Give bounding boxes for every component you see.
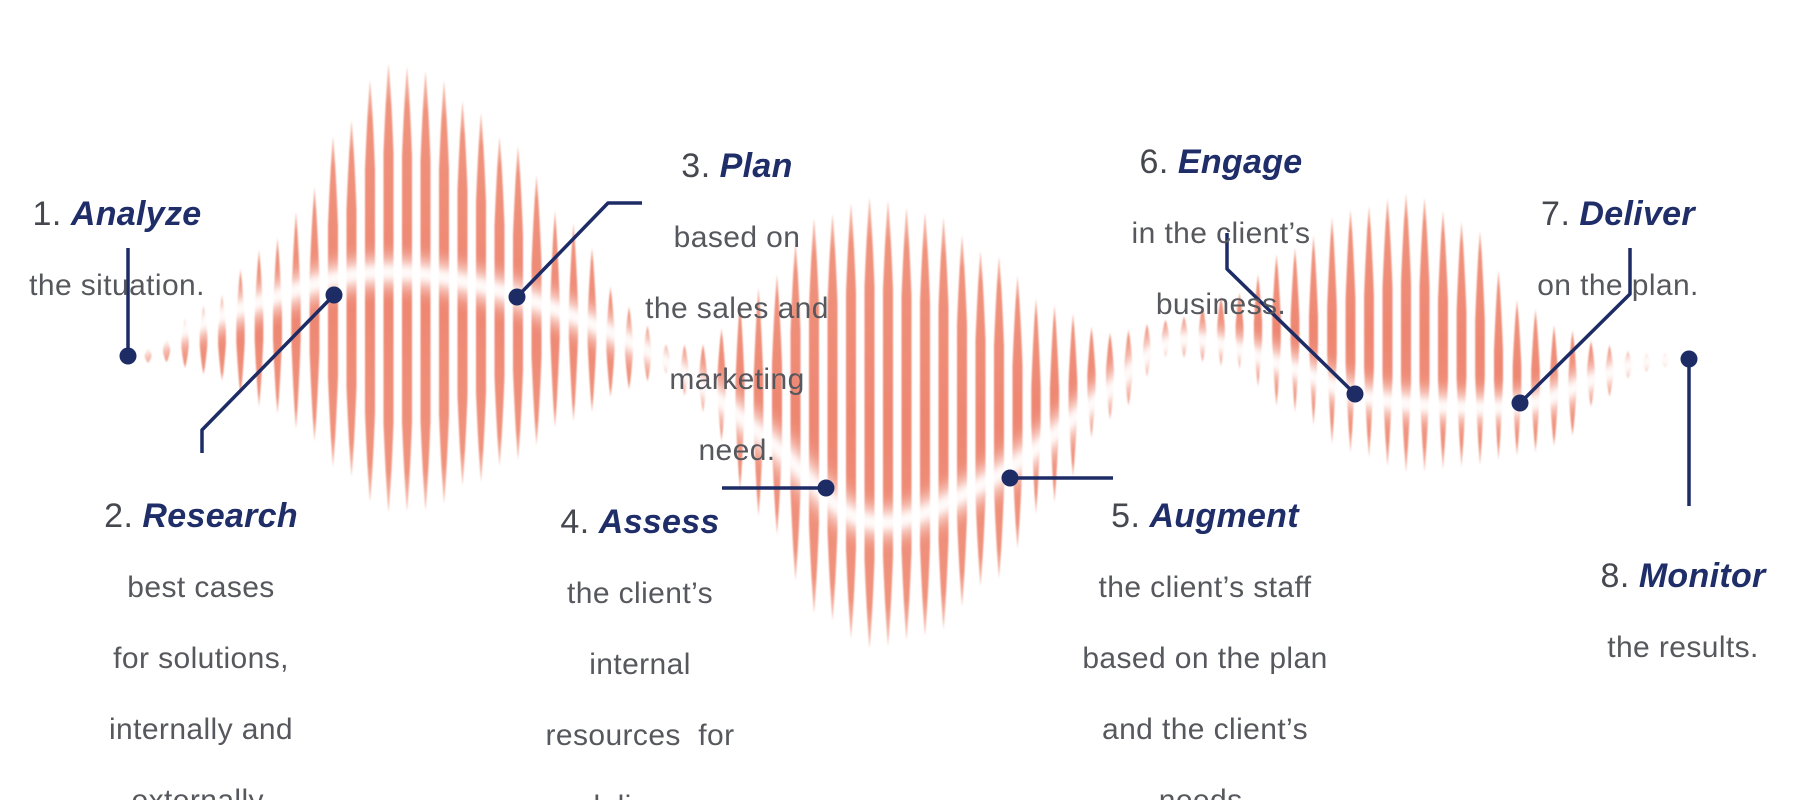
step-number: 6. [1139,143,1169,181]
step-label-engage: 6.Engage in the client’s business. [1132,108,1311,358]
step-description-line: resources for [545,719,735,752]
step-number: 5. [1111,497,1141,535]
step-description-line: internal [589,648,691,681]
step-description-line: externally. [104,783,298,800]
step-description-line: the client’s staff [1098,571,1312,604]
step-name: Engage [1177,143,1303,181]
wave-shine-band [108,259,1772,535]
step-title: 2.Research [104,498,298,534]
step-number: 3. [681,147,711,185]
step-3-connector-line [515,201,642,299]
step-title: 7.Deliver [1537,196,1699,232]
wave-bars [144,63,1669,649]
step-6-connector-line [1225,233,1357,396]
step-4-connector-dot [817,479,835,497]
step-description-line: internally and [108,713,294,746]
step-name: Monitor [1638,557,1766,595]
step-2-connector-dot [325,286,343,304]
step-label-analyze: 1.Analyze the situation. [29,160,205,339]
step-7-connector-line [1518,248,1632,405]
step-description-line: for solutions, [113,642,289,675]
step-title: 8.Monitor [1600,558,1765,594]
step-label-plan: 3.Plan based on the sales and marketing … [645,112,829,504]
step-name: Assess [598,503,720,541]
step-3-connector-dot [508,288,526,306]
step-6-connector-dot [1346,385,1364,403]
step-description-line: the situation. [29,269,205,302]
step-name: Research [142,497,298,535]
step-description-line: the client’s [567,577,713,610]
step-name: Deliver [1579,195,1695,233]
step-number: 7. [1541,195,1571,233]
step-description-line: based on the plan [1082,642,1328,675]
step-title: 4.Assess [546,504,735,540]
step-description-line: need. [698,434,776,467]
step-description-line: best cases [127,571,275,604]
step-name: Plan [719,147,793,185]
step-number: 8. [1600,557,1630,595]
step-label-monitor: 8.Monitor the results. [1600,522,1765,701]
step-number: 2. [104,497,134,535]
step-description-line: based on [673,221,801,254]
step-description-line: delivery. [546,789,735,800]
step-title: 1.Analyze [29,196,205,232]
step-description-line: business. [1155,288,1287,321]
step-connectors [119,201,1698,506]
step-description-line: in the client’s [1131,217,1311,250]
step-description-line: needs. [1082,783,1327,800]
step-8-connector-dot [1680,350,1698,368]
step-name: Augment [1149,497,1299,535]
step-description-line: the results. [1607,631,1759,664]
step-7-connector-dot [1511,394,1529,412]
step-description-line: marketing [669,363,805,396]
step-title: 3.Plan [645,148,829,184]
step-5-connector-dot [1001,469,1019,487]
step-number: 4. [560,503,590,541]
step-label-assess: 4.Assess the client’s internal resources… [546,468,735,800]
step-description-line: and the client’s [1102,713,1308,746]
step-label-deliver: 7.Deliver on the plan. [1537,160,1699,339]
step-2-connector-line [200,293,336,453]
step-title: 5.Augment [1082,498,1327,534]
step-description-line: on the plan. [1537,269,1699,302]
step-description-line: the sales and [645,292,829,325]
step-label-augment: 5.Augment the client’s staff based on th… [1082,462,1327,800]
step-label-research: 2.Research best cases for solutions, int… [104,462,298,800]
step-name: Analyze [70,195,202,233]
step-1-connector-dot [119,347,137,365]
step-title: 6.Engage [1132,144,1311,180]
step-number: 1. [32,195,62,233]
